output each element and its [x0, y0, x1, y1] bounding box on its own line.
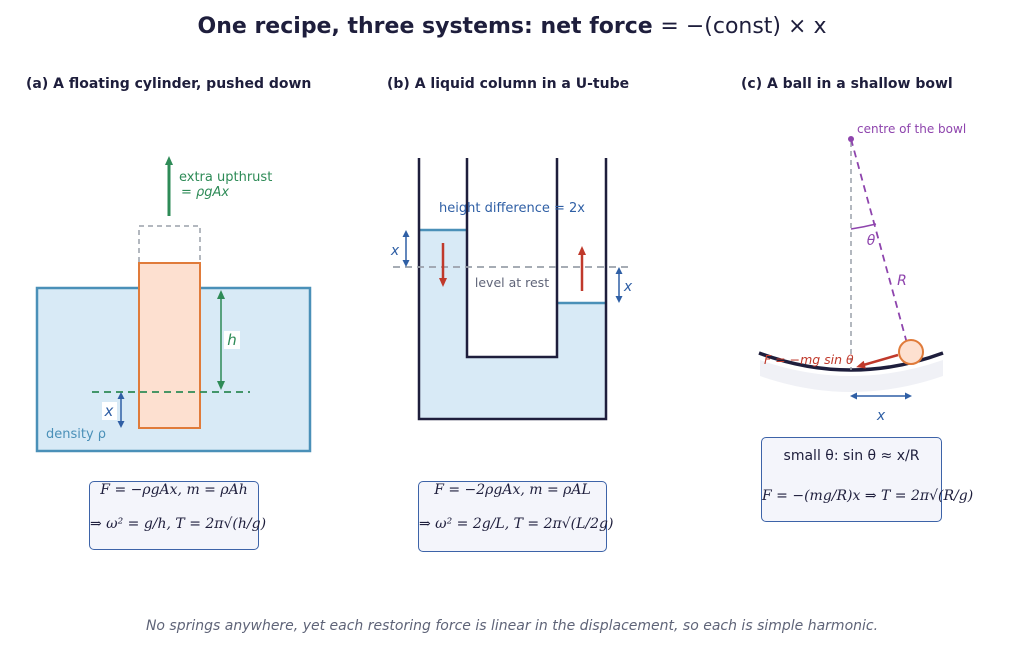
- upthrust-label: extra upthrust: [179, 170, 272, 185]
- density-label: density ρ: [46, 427, 106, 442]
- x-label-a: x: [104, 402, 114, 420]
- panel-a-title: (a) A floating cylinder, pushed down: [26, 76, 312, 92]
- panel-b-title: (b) A liquid column in a U-tube: [387, 76, 630, 92]
- formula-a-line1: F = −ρgAx, m = ρAh: [100, 482, 248, 498]
- theta-arc: [850, 223, 877, 230]
- restoring-force-arrow: [856, 353, 899, 369]
- bowl-shadow: [760, 360, 943, 392]
- radius-label: R: [897, 273, 907, 289]
- floating-cylinder: [138, 262, 201, 429]
- main-title: One recipe, three systems: net force = −…: [0, 14, 1024, 39]
- formula-b-line1: F = −2ρgAx, m = ρAL: [434, 482, 591, 498]
- main-title-equation: = −(const) × x: [660, 14, 827, 39]
- formula-box-a: F = −ρgAx, m = ρAh ⇒ ω² = g/h, T = 2π√(h…: [89, 481, 267, 550]
- rest-level-label: level at rest: [475, 275, 549, 290]
- main-title-text: One recipe, three systems: net force: [197, 14, 653, 39]
- force-label-c: F = −mg sin θ: [764, 352, 854, 367]
- u-tube-outer-wall: [417, 158, 608, 421]
- formula-a-line2: ⇒ ω² = g/h, T = 2π√(h/g): [90, 516, 267, 532]
- h-label: h: [227, 331, 237, 349]
- upthrust-formula: = ρgAx: [181, 185, 229, 200]
- u-tube-liquid: [419, 230, 606, 419]
- h-label-bg: [224, 331, 240, 349]
- x-right-label: x: [623, 279, 633, 295]
- panel-b-drawing: x x height difference = 2x level at rest: [390, 158, 633, 421]
- radius-line: [850, 138, 909, 348]
- formula-c-line1: small θ: sin θ ≈ x/R: [783, 448, 920, 464]
- x-label-c: x: [876, 408, 886, 424]
- x-left-label: x: [390, 243, 400, 259]
- formula-b-line2: ⇒ ω² = 2g/L, T = 2π√(L/2g): [419, 516, 614, 532]
- height-difference-label: height difference = 2x: [439, 201, 585, 216]
- formula-c-line2: F = −(mg/R)x ⇒ T = 2π√(R/g): [762, 488, 974, 504]
- footer-caption: No springs anywhere, yet each restoring …: [145, 618, 879, 634]
- u-tube-inner-wall: [465, 158, 559, 359]
- cylinder-rest-outline: [138, 225, 201, 265]
- formula-box-b: F = −2ρgAx, m = ρAL ⇒ ω² = 2g/L, T = 2π√…: [418, 481, 614, 552]
- panel-a-drawing: h x density ρ extra upthrust = ρgAx: [35, 156, 312, 453]
- x-label-a-bg: [102, 402, 117, 420]
- bowl-centre-label: centre of the bowl: [857, 122, 966, 136]
- formula-box-c: small θ: sin θ ≈ x/R F = −(mg/R)x ⇒ T = …: [761, 437, 974, 522]
- panel-c-drawing: θ R x centre of the bowl F = −mg sin θ: [758, 122, 966, 424]
- theta-label: θ: [867, 233, 876, 249]
- ball: [898, 339, 924, 365]
- panel-c-title: (c) A ball in a shallow bowl: [741, 76, 953, 92]
